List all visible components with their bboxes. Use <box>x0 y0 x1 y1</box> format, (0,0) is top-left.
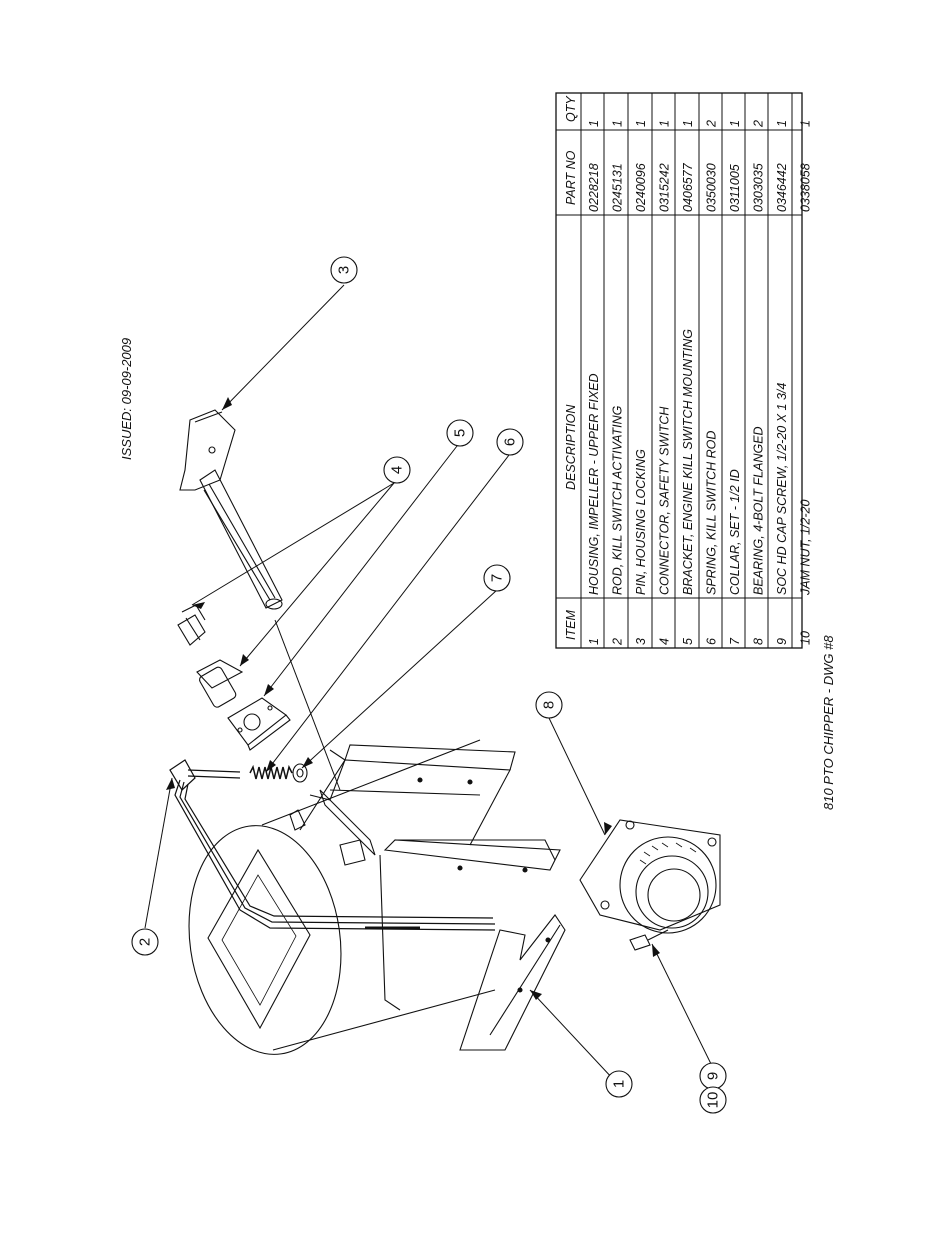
table-cell-part-no: 0303035 <box>752 163 766 212</box>
cap-screw-and-jam-nut <box>629 929 669 951</box>
kill-switch-spring <box>249 764 293 780</box>
table-header-item: ITEM <box>564 610 578 640</box>
table-cell-item: 6 <box>705 638 719 645</box>
kill-switch-rod <box>169 759 496 931</box>
table-header-qty: QTY <box>564 95 578 122</box>
flanged-bearing <box>579 819 721 934</box>
table-cell-description: ROD, KILL SWITCH ACTIVATING <box>611 405 625 595</box>
callout-bubble <box>605 1070 633 1098</box>
table-cell-description: JAM NUT, 1/2-20 <box>799 500 813 596</box>
table-cell-item: 8 <box>752 638 766 645</box>
callout-label: 7 <box>489 574 506 582</box>
issued-date: ISSUED: 09-09-2009 <box>119 338 134 460</box>
table-cell-qty: 2 <box>752 120 766 128</box>
kill-switch-bracket <box>227 697 291 751</box>
table-cell-description: BRACKET, ENGINE KILL SWITCH MOUNTING <box>681 329 695 595</box>
table-cell-qty: 2 <box>705 120 719 128</box>
table-cell-qty: 1 <box>611 120 625 127</box>
callout-leaders <box>144 284 714 1081</box>
table-cell-qty: 1 <box>728 120 742 127</box>
callout-label: 10 <box>705 1092 722 1109</box>
table-cell-part-no: 0245131 <box>611 163 625 212</box>
table-cell-part-no: 0311005 <box>728 164 742 212</box>
callout-bubble <box>699 1086 727 1114</box>
callout-label: 1 <box>611 1080 628 1088</box>
callout-bubble <box>483 564 511 592</box>
callout-label: 9 <box>705 1072 722 1080</box>
callout-label: 8 <box>541 701 558 709</box>
safety-switch-connector <box>177 604 244 708</box>
table-cell-part-no: 0346442 <box>775 163 789 212</box>
callout-bubble <box>330 256 358 284</box>
callout-label: 6 <box>502 438 519 446</box>
table-cell-description: COLLAR, SET - 1/2 ID <box>728 469 742 595</box>
table-cell-part-no: 0240096 <box>634 163 648 212</box>
table-cell-description: PIN, HOUSING LOCKING <box>634 449 648 595</box>
table-cell-item: 4 <box>658 638 672 645</box>
table-cell-description: SOC HD CAP SCREW, 1/2-20 X 1 3/4 <box>775 383 789 595</box>
table-cell-description: CONNECTOR, SAFETY SWITCH <box>658 406 672 595</box>
table-cell-item: 7 <box>728 637 742 645</box>
table-cell-part-no: 0228218 <box>587 163 601 212</box>
callout-label: 3 <box>336 266 353 274</box>
table-cell-qty: 1 <box>775 120 789 127</box>
callout-bubble <box>131 928 159 956</box>
callout-bubble <box>383 456 411 484</box>
table-cell-item: 9 <box>775 638 789 645</box>
callout-bubble <box>446 419 474 447</box>
callout-label: 5 <box>452 429 469 437</box>
table-cell-description: HOUSING, IMPELLER - UPPER FIXED <box>587 373 601 595</box>
callout-label: 2 <box>137 938 154 946</box>
impeller-housing <box>188 739 566 1055</box>
table-cell-item: 5 <box>681 638 695 645</box>
callout-label: 4 <box>389 466 406 474</box>
table-cell-part-no: 0406577 <box>681 162 695 212</box>
table-cell-part-no: 0315242 <box>658 163 672 212</box>
set-collar <box>292 763 308 783</box>
table-header-part-no: PART NO <box>564 150 578 205</box>
parts-table <box>555 92 803 649</box>
table-cell-qty: 1 <box>634 120 648 127</box>
housing-locking-pin <box>179 409 283 610</box>
drawing-title: 810 PTO CHIPPER - DWG #8 <box>821 635 836 810</box>
callout-bubble <box>535 691 563 719</box>
table-cell-item: 10 <box>799 631 813 645</box>
table-header-description: DESCRIPTION <box>564 404 578 490</box>
table-cell-qty: 1 <box>658 120 672 127</box>
table-cell-item: 2 <box>611 638 625 646</box>
table-cell-item: 3 <box>634 638 648 645</box>
table-cell-part-no: 0350030 <box>705 163 719 212</box>
table-cell-qty: 1 <box>799 120 813 127</box>
table-cell-description: BEARING, 4-BOLT FLANGED <box>752 426 766 595</box>
table-cell-part-no: 0338058 <box>799 163 813 212</box>
table-cell-qty: 1 <box>587 120 601 127</box>
table-cell-description: SPRING, KILL SWITCH ROD <box>705 431 719 595</box>
leader-arrowheads <box>166 397 660 1000</box>
table-cell-item: 1 <box>587 638 601 645</box>
table-cell-qty: 1 <box>681 120 695 127</box>
callout-bubble <box>496 428 524 456</box>
